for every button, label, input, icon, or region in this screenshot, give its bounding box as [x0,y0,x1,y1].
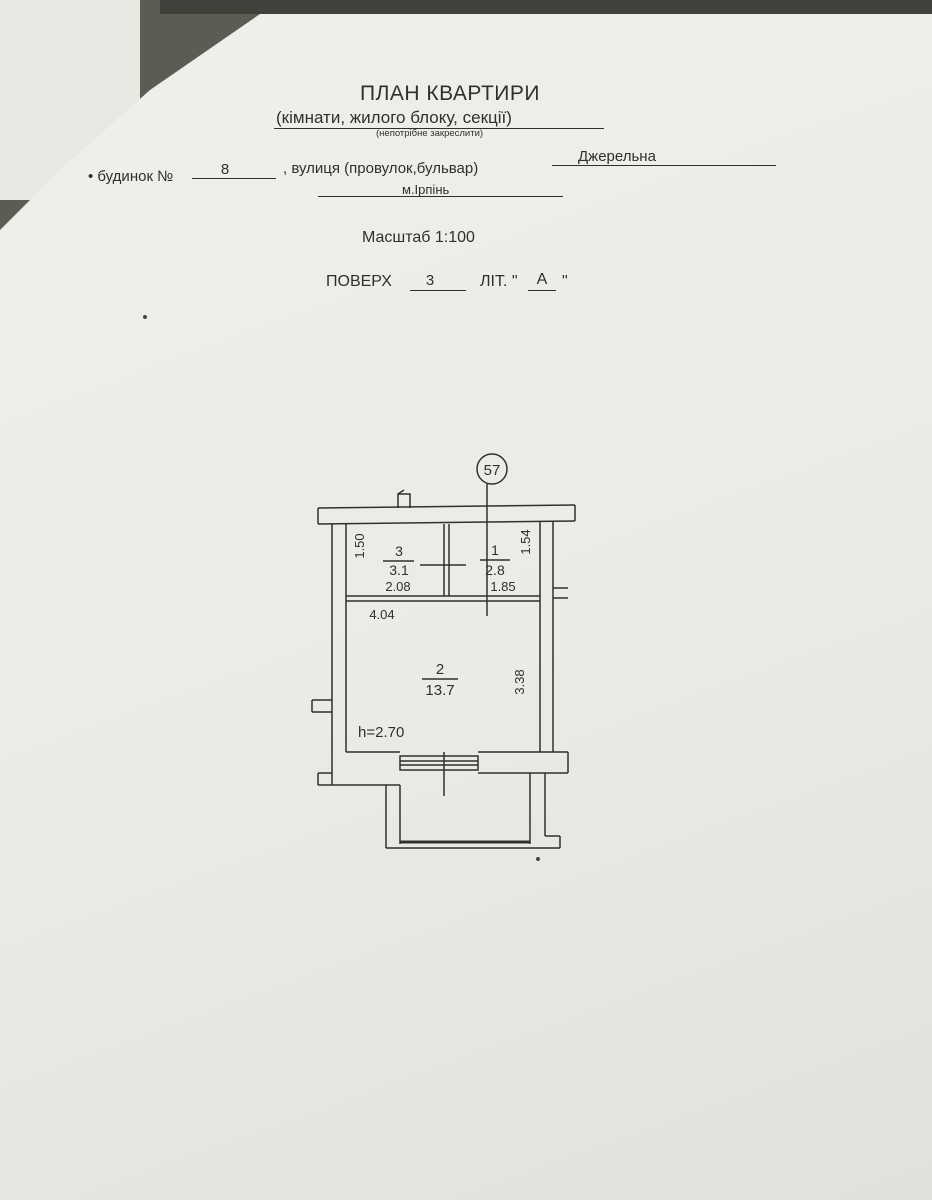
room1-number: 1 [491,542,499,558]
room2-height: 3.38 [512,669,527,694]
house-label: • будинок № [88,168,174,185]
room3-height: 1.50 [352,533,367,558]
background-surface [160,0,932,14]
floor-number: 3 [425,272,435,289]
paper-speck [143,315,147,319]
axis-marker-circle [476,453,508,485]
room2-width: 4.04 [369,607,394,622]
room2-number: 2 [436,661,444,678]
lit-value-line [528,290,556,291]
scale-label: Масштаб 1:100 [362,229,475,246]
room1-area: 2.8 [485,562,505,578]
room1-height: 1.54 [518,529,533,554]
room3-number: 3 [395,543,403,559]
city-name: м.Ірпінь [402,182,450,197]
document-subtitle: (кімнати, жилого блоку, секції) [276,108,512,127]
lit-value: А [536,271,548,288]
street-label: , вулиця (провулок,бульвар) [283,160,479,177]
house-number-line [192,178,276,179]
lit-label: ЛІТ. " [480,273,518,290]
floor-label: ПОВЕРХ [326,273,392,290]
subtitle-note: (непотрібне закреслити) [376,128,484,139]
room3-area: 3.1 [389,562,409,578]
city-line [318,196,563,197]
room3-width: 2.08 [385,579,410,594]
axis-marker-label: 57 [484,462,501,479]
room1-width: 1.85 [490,579,515,594]
house-number: 8 [220,161,230,178]
room2-area: 13.7 [425,682,454,699]
paper-speck [536,857,540,861]
ceiling-height: h=2.70 [358,724,404,741]
floor-number-line [410,290,466,291]
street-line [552,165,776,166]
subtitle-underline [274,128,604,129]
document-title: ПЛАН КВАРТИРИ [359,82,541,105]
lit-close: " [562,273,568,290]
street-name: Джерельна [578,148,656,165]
